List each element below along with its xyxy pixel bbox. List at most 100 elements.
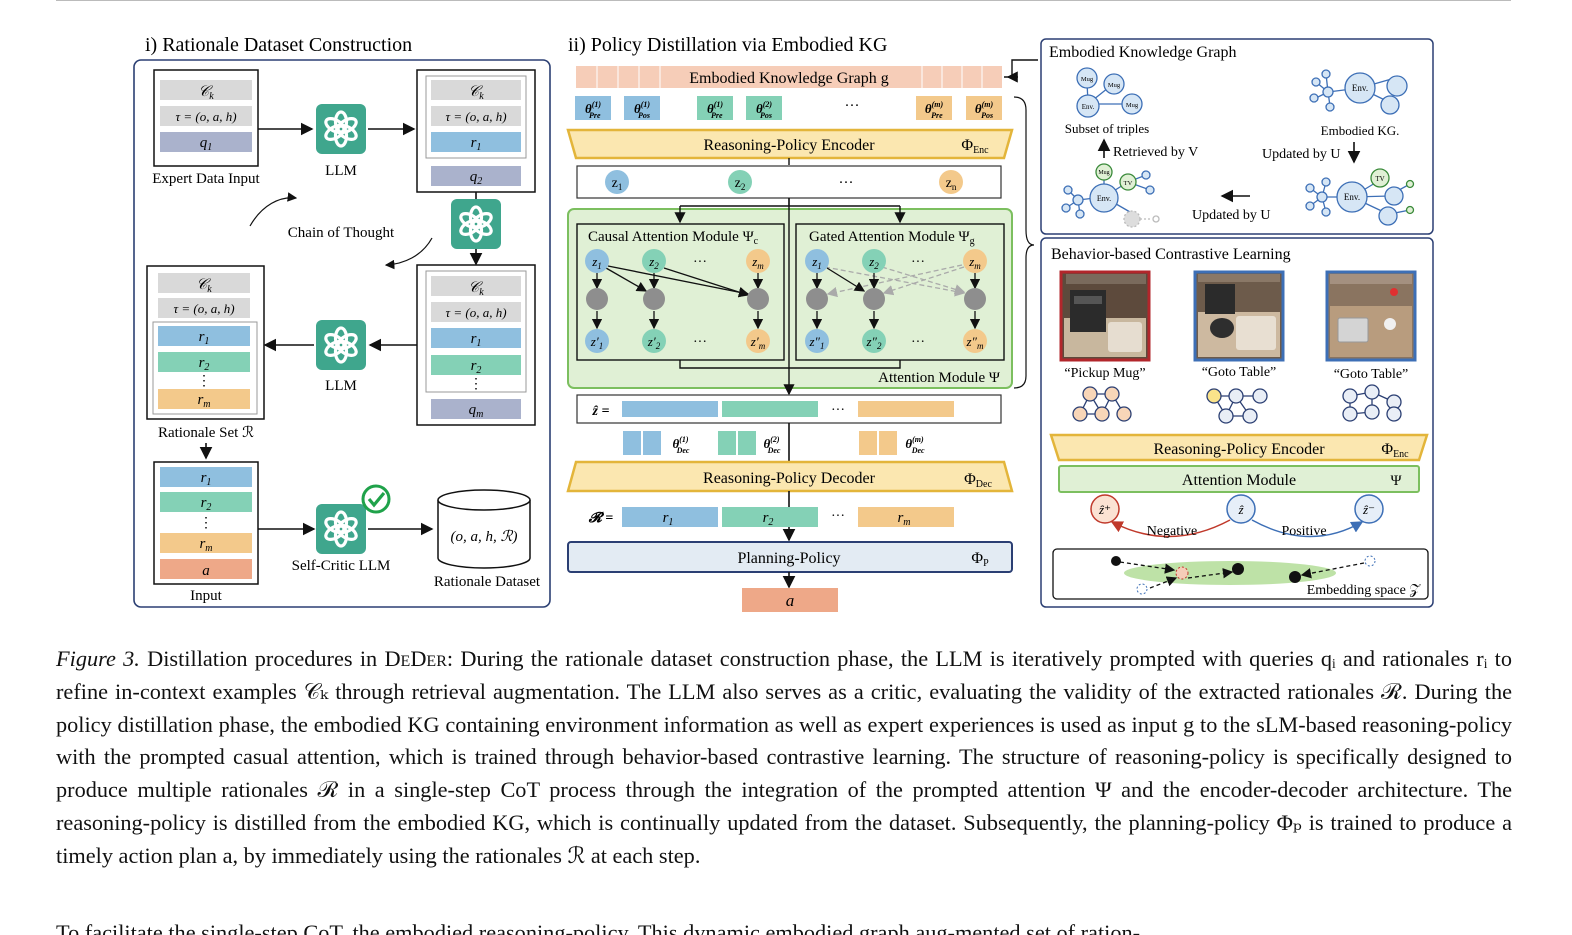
svg-text:Reasoning-Policy Encoder: Reasoning-Policy Encoder [1153,441,1325,458]
panel2-title: ii) Policy Distillation via Embodied KG [568,34,887,56]
deder-name: DeDer [384,646,447,671]
svg-text:𝓡 =: 𝓡 = [588,511,614,526]
contrastive-title: Behavior-based Contrastive Learning [1051,246,1291,263]
svg-text:ΦEnc: ΦEnc [1381,441,1409,460]
zhat-row: ẑ = ··· [576,394,1002,424]
mini-graph-1 [1072,386,1132,422]
svg-text:Reasoning-Policy Encoder: Reasoning-Policy Encoder [703,137,875,154]
svg-text:rm: rm [199,536,212,554]
figure-caption: Figure 3. Distillation procedures in DeD… [56,646,1512,868]
svg-text:r2: r2 [201,495,212,513]
svg-text:Env.: Env. [1097,194,1111,203]
svg-text:z1: z1 [591,254,602,271]
svg-text:ΦDec: ΦDec [964,471,992,490]
svg-text:Planning-Policy: Planning-Policy [737,550,840,567]
svg-text:a: a [786,591,795,610]
svg-text:z2: z2 [735,176,746,192]
next-paragraph-fragment: To facilitate the single-step CoT, the e… [56,920,1141,935]
reasoning-policy-encoder: Reasoning-Policy Encoder ΦEnc [566,128,1014,160]
panel-kg-and-contrastive: Embodied Knowledge Graph Mug Mug Mug Env… [1040,38,1434,608]
llm-label-bottom: LLM [325,378,357,394]
svg-text:q2: q2 [470,169,483,187]
retrieved-subgraph [1061,163,1160,228]
svg-text:···: ··· [693,335,707,350]
svg-text:θ(2)Pos: θ(2)Pos [756,100,772,120]
rationale-set-box: 𝒞k τ = (o, a, h) r1 r2 ⋮ rm Rationale Se… [146,265,265,441]
img-label-3: “Goto Table” [1334,367,1409,382]
embodied-kg-graph [1309,69,1408,115]
svg-text:···: ··· [839,175,854,191]
llm-icon [314,102,368,156]
svg-text:ΦEnc: ΦEnc [961,137,989,156]
rationale-output-row: 𝓡 = r1 r2 ··· rm [588,507,954,528]
svg-text:z2: z2 [868,254,879,271]
svg-text:r1: r1 [471,331,482,349]
svg-text:ẑ⁺: ẑ⁺ [1098,502,1111,517]
self-critic-label: Self-Critic LLM [292,558,391,574]
contrastive-attention: Attention Module Ψ [1058,465,1420,493]
svg-text:z1: z1 [612,176,623,192]
svg-text:Embodied Knowledge Graph g: Embodied Knowledge Graph g [689,70,889,87]
img-label-2: “Goto Table” [1202,365,1277,380]
rationale-set-label: Rationale Set ℛ [158,425,254,441]
svg-text:rm: rm [897,510,910,528]
svg-text:z2: z2 [648,254,659,271]
svg-text:Env.: Env. [1352,83,1368,93]
svg-text:θ(1)Pre: θ(1)Pre [585,100,601,120]
input-box: r1 r2 ⋮ rm a Input [153,461,259,604]
kg-bar: Embodied Knowledge Graph g [576,66,1002,88]
svg-text:τ = (o, a, h): τ = (o, a, h) [173,301,234,316]
attention-module: Causal Attention Module Ψc z1 z2 ··· zm [567,198,1013,389]
mini-graph-2 [1206,388,1268,424]
z-minus-node [1354,494,1384,524]
svg-text:θ(2)Dec: θ(2)Dec [764,435,781,455]
svg-text:τ = (o, a, h): τ = (o, a, h) [445,109,506,124]
svg-text:τ = (o, a, h): τ = (o, a, h) [175,109,236,124]
svg-text:Attention Module Ψ: Attention Module Ψ [878,370,1001,386]
updated-kg-graph [1305,168,1415,226]
img-label-1: “Pickup Mug” [1064,366,1145,381]
self-critic-llm-icon [314,502,368,556]
svg-text:(o, a, h, ℛ): (o, a, h, ℛ) [451,529,518,545]
svg-text:ẑ =: ẑ = [592,404,610,419]
svg-text:θ(1)Pre: θ(1)Pre [707,100,723,120]
panel1-title: i) Rationale Dataset Construction [145,34,412,56]
page-top-rule [56,0,1511,1]
svg-text:zm: zm [751,254,764,271]
updated-label-1: Updated by U [1262,147,1341,162]
svg-text:rm: rm [197,392,210,410]
rationale-dataset-label: Rationale Dataset [434,574,541,590]
svg-text:Mug: Mug [1098,170,1109,176]
chain-of-thought-label: Chain of Thought [288,225,395,241]
svg-text:Env.: Env. [1344,192,1360,202]
llm-icon-2 [314,318,368,372]
llm-label-top: LLM [325,163,357,179]
subset-label: Subset of triples [1065,121,1150,136]
svg-text:Attention Module: Attention Module [1182,472,1296,489]
reasoning-policy-decoder: Reasoning-Policy Decoder ΦDec [566,460,1014,493]
retrieved-label: Retrieved by V [1113,145,1198,160]
z-plus-node [1090,494,1120,524]
svg-text:TV: TV [1124,180,1133,187]
incontext-box-q2: 𝒞k τ = (o, a, h) r1 q2 [416,69,536,193]
svg-text:ẑ⁻: ẑ⁻ [1362,502,1375,517]
check-icon [361,484,391,514]
svg-text:r2: r2 [199,355,210,373]
svg-text:Mug: Mug [1081,76,1094,83]
svg-text:Causal Attention Module Ψc: Causal Attention Module Ψc [588,229,759,247]
svg-text:θ(1)Dec: θ(1)Dec [673,435,690,455]
svg-text:θ(1)Pos: θ(1)Pos [634,100,650,120]
panel1-border [133,59,551,608]
panel-policy-distillation: ii) Policy Distillation via Embodied KG … [566,34,1038,612]
svg-text:Embedding space 𝒵: Embedding space 𝒵 [1307,583,1422,598]
svg-text:z1: z1 [811,254,822,271]
svg-text:τ = (o, a, h): τ = (o, a, h) [445,305,506,320]
image-goto-table-1 [1193,270,1285,362]
svg-text:TV: TV [1375,175,1384,183]
planning-policy: Planning-Policy ΦP [567,541,1013,573]
figure-label: Figure 3. [56,646,140,671]
svg-text:···: ··· [845,98,860,114]
svg-text:θ(m)Pre: θ(m)Pre [925,100,944,120]
svg-text:Gated Attention Module Ψg: Gated Attention Module Ψg [809,229,975,247]
svg-text:θ(m)Pos: θ(m)Pos [975,100,994,120]
